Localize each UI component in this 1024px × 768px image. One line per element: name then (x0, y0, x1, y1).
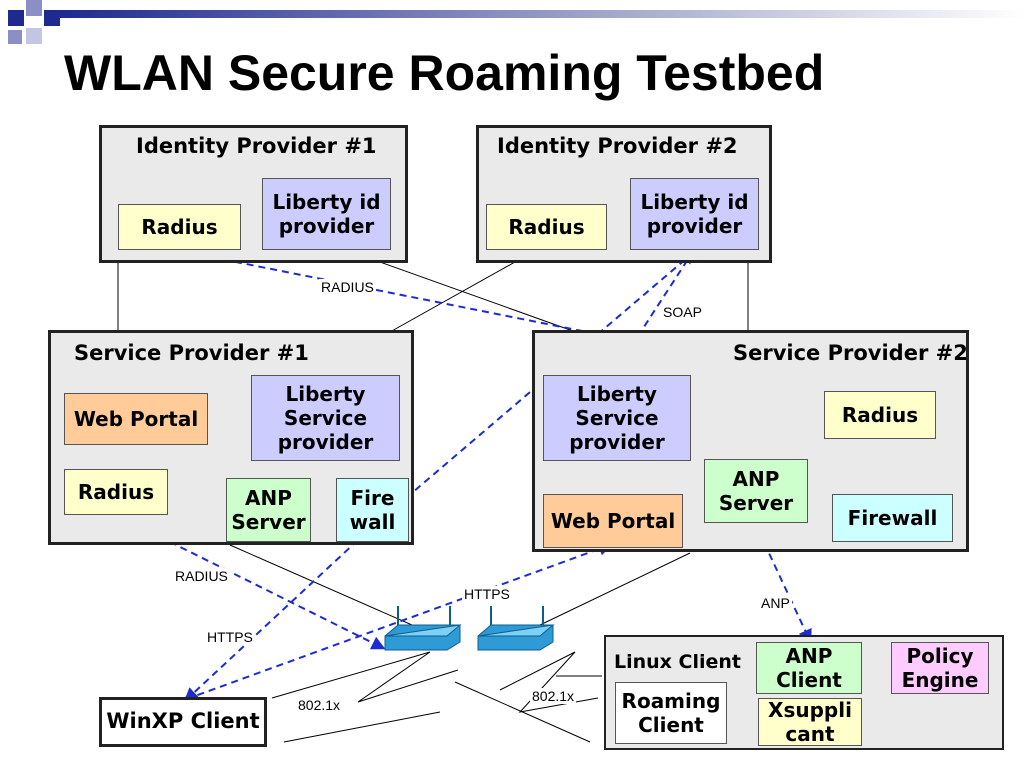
link-label-https-left: HTTPS (205, 629, 255, 645)
container-title: Service Provider #1 (74, 341, 309, 365)
policy-engine-box: Policy Engine (891, 642, 989, 694)
link-label-8021x-left: 802.1x (296, 697, 343, 713)
identity-provider-2: Identity Provider #2 Radius Liberty id p… (476, 125, 772, 263)
deco-square (8, 10, 24, 26)
deco-square (8, 30, 22, 44)
container-title: Linux Client (614, 651, 742, 673)
service-provider-1: Service Provider #1 Web Portal Liberty S… (48, 330, 414, 545)
link-label-https-mid: HTTPS (462, 586, 512, 602)
link-firewall-idp2 (405, 250, 697, 499)
liberty-id-provider-box: Liberty id provider (262, 178, 391, 250)
winxp-client-box: WinXP Client (99, 697, 267, 747)
wireless-links (271, 651, 602, 743)
header-gradient (8, 0, 1024, 44)
linux-client: Linux Client ANP Client Policy Engine Ro… (604, 635, 1004, 750)
service-provider-2: Service Provider #2 Liberty Service prov… (532, 330, 969, 552)
link-label-anp: ANP (759, 595, 792, 611)
container-title: Identity Provider #1 (136, 134, 377, 158)
access-point-1 (384, 606, 462, 651)
radius-box: Radius (486, 204, 607, 250)
header-band (0, 0, 1024, 50)
roaming-client-box: Roaming Client (615, 682, 727, 744)
link-label-8021x-right: 802.1x (530, 688, 577, 704)
firewall-box: Firewall (832, 494, 953, 542)
link-https-mid (181, 542, 613, 703)
liberty-id-provider-box: Liberty id provider (630, 178, 759, 250)
access-point-2 (477, 606, 555, 651)
anp-client-box: ANP Client (756, 642, 862, 694)
radius-box: Radius (118, 204, 241, 250)
deco-square (44, 10, 60, 26)
radius-box: Radius (64, 469, 168, 515)
slide-title: WLAN Secure Roaming Testbed (64, 45, 825, 101)
deco-square (26, 28, 42, 44)
container-title: Identity Provider #2 (497, 134, 738, 158)
identity-provider-1: Identity Provider #1 Radius Liberty id p… (99, 125, 408, 263)
link-anp (752, 518, 812, 644)
liberty-service-provider-box: Liberty Service provider (251, 375, 400, 461)
xsupplicant-box: Xsuppli cant (758, 698, 862, 746)
deco-square (26, 0, 42, 16)
anp-server-box: ANP Server (704, 459, 808, 523)
link-label-radius-bottom: RADIUS (173, 568, 230, 584)
link-label-radius-top: RADIUS (319, 279, 376, 295)
container-title: Service Provider #2 (733, 341, 968, 365)
anp-server-box: ANP Server (226, 478, 311, 542)
radius-box: Radius (824, 391, 936, 439)
liberty-service-provider-box: Liberty Service provider (543, 375, 691, 461)
web-portal-box: Web Portal (64, 393, 208, 445)
web-portal-box: Web Portal (543, 494, 683, 548)
firewall-box: Fire wall (336, 478, 409, 542)
link-label-soap: SOAP (661, 304, 704, 320)
